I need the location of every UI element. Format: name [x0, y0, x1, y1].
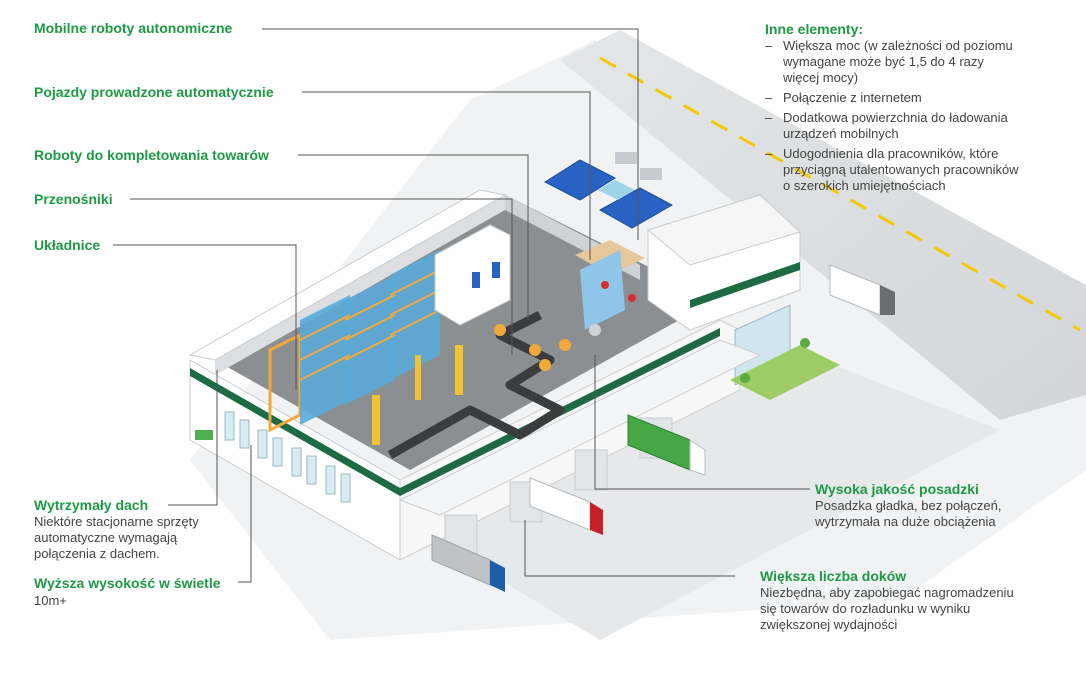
other-item-line: Dodatkowa powierzchnia do ładowania — [783, 110, 1008, 125]
label-docks-desc: Niezbędna, aby zapobiegać nagromadzeniu … — [760, 585, 1014, 633]
loading-docks — [398, 339, 762, 556]
leader-picking — [298, 154, 529, 320]
cold-room — [434, 224, 511, 326]
other-item-line: Udogodnienia dla pracowników, które — [783, 146, 999, 161]
office-block — [646, 194, 840, 400]
leader-height — [238, 445, 252, 583]
roof-desc-line: Niektóre stacjonarne sprzęty — [34, 514, 199, 529]
label-docks-title: Większa liczba doków — [760, 568, 907, 584]
label-amr: Mobilne roboty autonomiczne — [34, 20, 233, 36]
robot-arms — [494, 324, 571, 371]
docks-desc-line: się towarów do rozładunku w wyniku — [760, 601, 971, 616]
floor-desc-line: wytrzymała na duże obciążenia — [815, 514, 996, 529]
label-agv: Pojazdy prowadzone automatycznie — [34, 84, 274, 100]
leader-agv — [302, 91, 591, 260]
leader-docks — [524, 520, 735, 577]
label-conveyors: Przenośniki — [34, 191, 113, 207]
road-marking — [599, 56, 1081, 332]
truck-green — [627, 414, 706, 476]
storage-racks — [268, 250, 463, 445]
other-item: Dodatkowa powierzchnia do ładowania urzą… — [765, 110, 1065, 142]
other-item: Udogodnienia dla pracowników, które przy… — [765, 146, 1065, 194]
picking-area — [575, 240, 645, 336]
truck-red — [529, 477, 603, 535]
vent — [195, 430, 213, 440]
docks-desc-line: Niezbędna, aby zapobiegać nagromadzeniu — [760, 585, 1014, 600]
other-elements-title: Inne elementy: — [765, 21, 864, 37]
docks-desc-line: zwiększonej wydajności — [760, 617, 898, 632]
other-elements-list: Większa moc (w zależności od poziomu wym… — [765, 38, 1065, 198]
other-item-line: wymagane może być 1,5 do 4 razy — [783, 54, 984, 69]
other-item-line: urządzeń mobilnych — [783, 126, 899, 141]
other-item-line: więcej mocy) — [783, 70, 859, 85]
label-stackers: Układnice — [34, 237, 101, 253]
roof-desc-line: połączenia z dachem. — [34, 546, 160, 561]
other-item-line: o szerokich umiejętnościach — [783, 178, 946, 193]
label-roof-desc: Niektóre stacjonarne sprzęty automatyczn… — [34, 514, 199, 562]
leader-stackers — [113, 244, 297, 390]
label-roof-title: Wytrzymały dach — [34, 497, 149, 513]
leader-conveyors — [130, 198, 513, 355]
label-picking: Roboty do kompletowania towarów — [34, 147, 269, 163]
other-item: Połączenie z internetem — [765, 90, 1065, 106]
windows — [224, 411, 351, 503]
other-item-line: przyciągną utalentowanych pracowników — [783, 162, 1019, 177]
label-height-value: 10m+ — [34, 593, 67, 608]
solar-panels — [543, 152, 674, 229]
roof-desc-line: automatyczne wymagają — [34, 530, 178, 545]
conveyor-line — [387, 310, 565, 459]
other-item: Większa moc (w zależności od poziomu wym… — [765, 38, 1065, 86]
other-item-line: Większa moc (w zależności od poziomu — [783, 38, 1013, 53]
leader-amr — [262, 28, 639, 240]
floor-desc-line: Posadzka gładka, bez połączeń, — [815, 498, 1002, 513]
label-floor-title: Wysoka jakość posadzki — [815, 481, 979, 497]
leader-floor — [594, 355, 810, 490]
label-height-title: Wyższa wysokość w świetle — [34, 575, 221, 591]
truck-white-road — [829, 264, 895, 316]
label-floor-desc: Posadzka gładka, bez połączeń, wytrzymał… — [815, 498, 1001, 530]
leader-lines — [113, 28, 810, 583]
truck-blue — [431, 534, 505, 592]
other-item-line: Połączenie z internetem — [783, 90, 922, 105]
leader-roof — [168, 370, 218, 506]
